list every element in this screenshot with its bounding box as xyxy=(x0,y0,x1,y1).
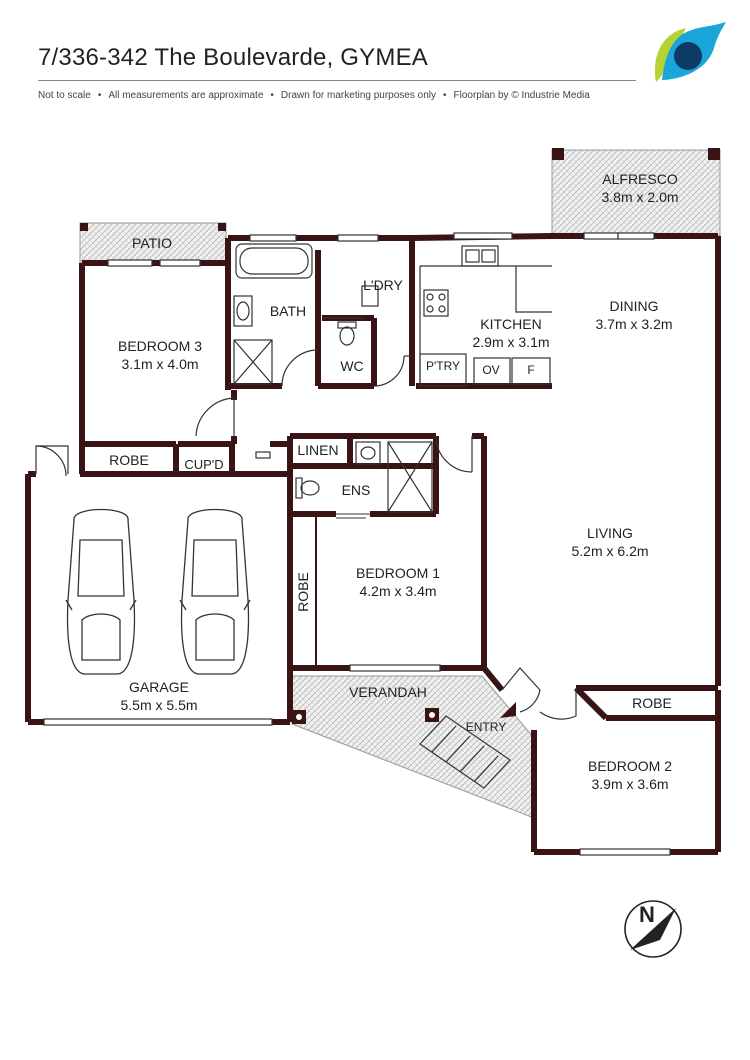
verandah-label: VERANDAH xyxy=(349,684,427,700)
bedroom3-size: 3.1m x 4.0m xyxy=(121,356,198,372)
robe3-label: ROBE xyxy=(109,452,149,468)
ensuite-label: ENS xyxy=(342,482,371,498)
dining-label: DINING xyxy=(610,298,659,314)
car-icon xyxy=(179,508,251,675)
linen-label: LINEN xyxy=(297,442,338,458)
garage-label: GARAGE xyxy=(129,679,189,695)
entry-label: ENTRY xyxy=(466,720,506,734)
car-icon xyxy=(65,508,137,675)
post xyxy=(708,148,720,160)
bedroom1-label: BEDROOM 1 xyxy=(356,565,440,581)
compass-label: N xyxy=(639,902,655,927)
post xyxy=(218,223,226,231)
kitchen-size: 2.9m x 3.1m xyxy=(472,334,549,350)
compass: N xyxy=(624,900,682,958)
disclaimer-line: Not to scale • All measurements are approx… xyxy=(38,90,590,101)
separator: • xyxy=(97,90,102,101)
fridge-label: F xyxy=(527,363,534,377)
cupboard-label: CUP'D xyxy=(184,457,223,472)
room-labels: ALFRESCO 3.8m x 2.0m PATIO BATH L'DRY WC… xyxy=(109,171,678,792)
kitchen-label: KITCHEN xyxy=(480,316,541,332)
fixtures xyxy=(35,232,671,856)
oven-label: OV xyxy=(482,363,499,377)
dining-size: 3.7m x 3.2m xyxy=(595,316,672,332)
pantry-label: P'TRY xyxy=(426,359,460,373)
page-title: 7/336-342 The Boulevarde, GYMEA xyxy=(38,44,428,71)
alfresco-label: ALFRESCO xyxy=(602,171,678,187)
garage-size: 5.5m x 5.5m xyxy=(120,697,197,713)
bedroom2-size: 3.9m x 3.6m xyxy=(591,776,668,792)
post xyxy=(552,148,564,160)
living-label: LIVING xyxy=(587,525,633,541)
disclaimer-scale: Not to scale xyxy=(38,90,91,101)
separator: • xyxy=(270,90,274,101)
leaf-logo-icon xyxy=(655,22,726,82)
wc-label: WC xyxy=(340,358,363,374)
robe1-label: ROBE xyxy=(295,572,311,612)
bedroom1-size: 4.2m x 3.4m xyxy=(359,583,436,599)
title-rule xyxy=(38,80,636,81)
post xyxy=(80,223,88,231)
bedroom2-label: BEDROOM 2 xyxy=(588,758,672,774)
robe2-label: ROBE xyxy=(632,695,672,711)
alfresco-size: 3.8m x 2.0m xyxy=(601,189,678,205)
bath-label: BATH xyxy=(270,303,306,319)
separator: • xyxy=(443,90,447,101)
disclaimer-measurements: All measurements are approximate xyxy=(108,90,264,101)
disclaimer-credit: Floorplan by © Industrie Media xyxy=(453,90,590,101)
patio-area xyxy=(79,222,227,264)
disclaimer-marketing: Drawn for marketing purposes only xyxy=(280,90,436,101)
patio-label: PATIO xyxy=(132,235,172,251)
bedroom3-label: BEDROOM 3 xyxy=(118,338,202,354)
laundry-label: L'DRY xyxy=(363,277,403,293)
living-size: 5.2m x 6.2m xyxy=(571,543,648,559)
entry-arrow-icon xyxy=(500,702,516,718)
